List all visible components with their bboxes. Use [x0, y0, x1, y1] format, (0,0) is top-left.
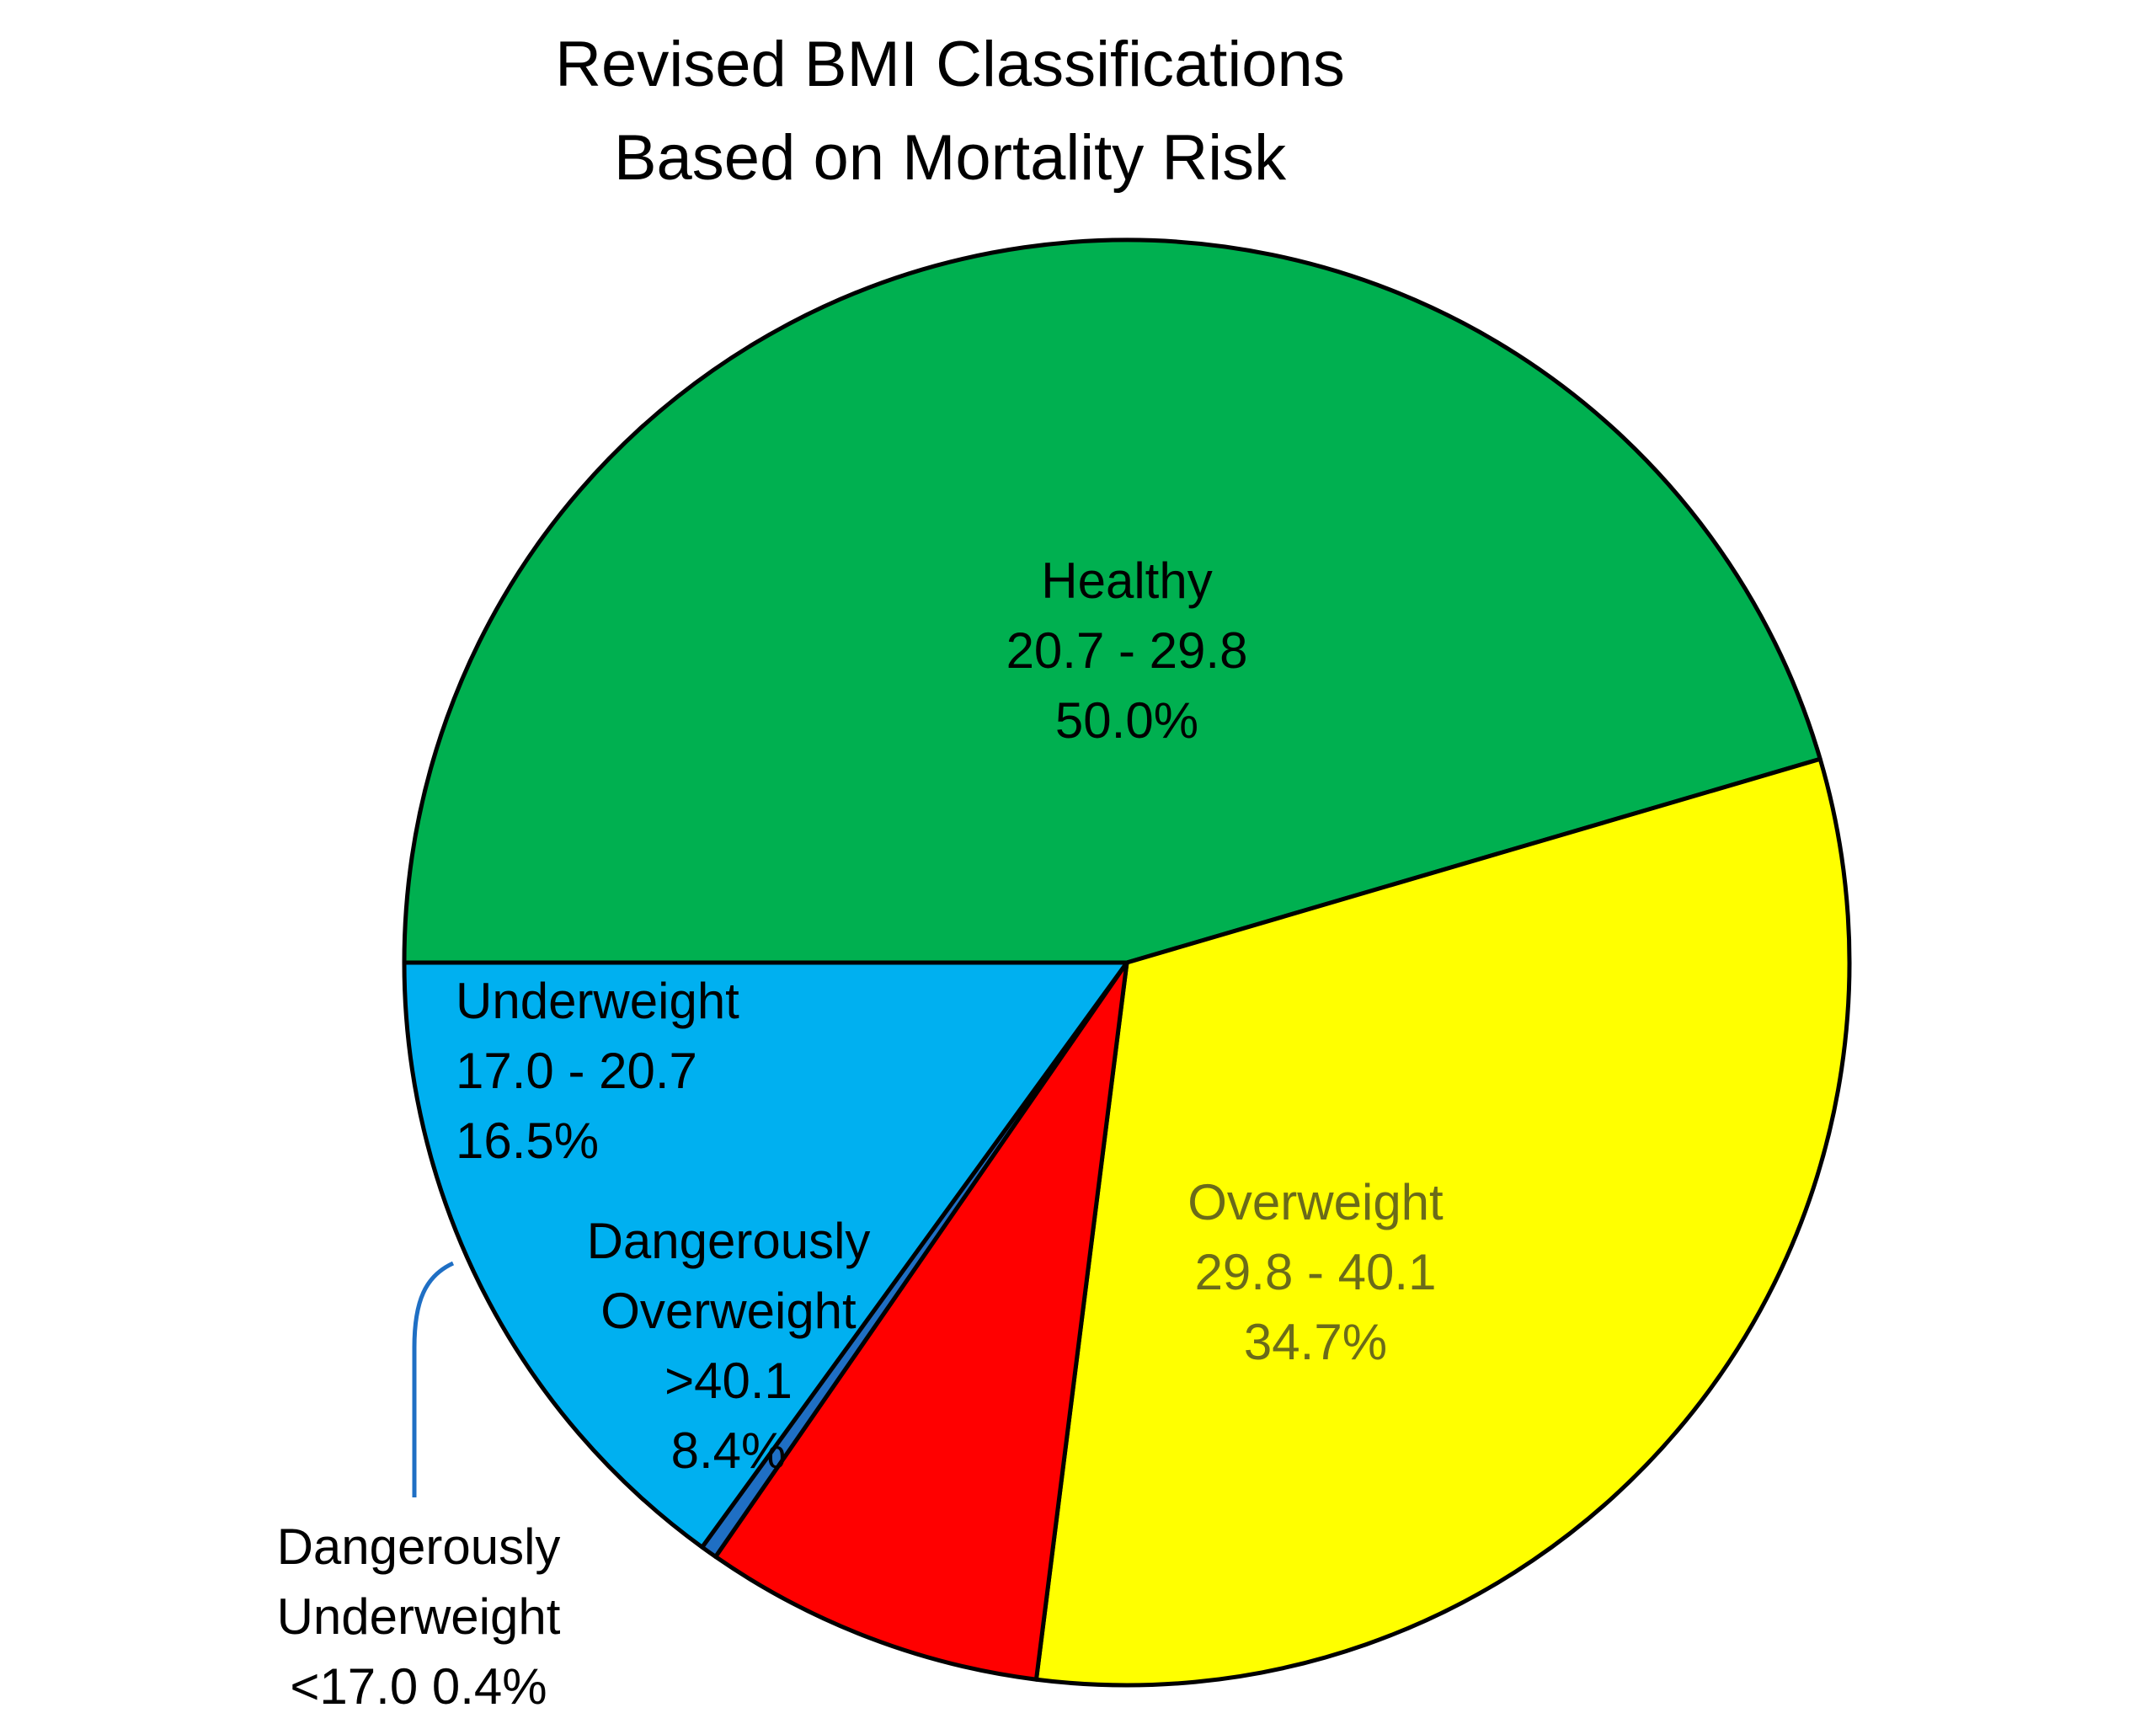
slice-label-line: 8.4% [671, 1422, 787, 1479]
slice-label-line: Overweight [600, 1283, 857, 1339]
pie-slice-overweight [1033, 756, 1852, 1688]
pie-slices [402, 237, 1852, 1688]
leader-line-dangerously-underweight [412, 1261, 455, 1497]
pie-slice-underweight [402, 960, 1129, 1550]
chart-subtitle: Based on Mortality Risk [614, 122, 1287, 194]
pie-slice-dangerously-overweight [713, 960, 1129, 1682]
slice-label-line: Underweight [277, 1588, 561, 1645]
slice-label-line: Overweight [1187, 1174, 1444, 1230]
slice-label-line: 17.0 - 20.7 [456, 1043, 697, 1099]
chart-title: Revised BMI Classifications [555, 29, 1345, 100]
slice-label-overweight: Overweight 29.8 - 40.1 34.7% [1187, 1174, 1444, 1370]
slice-label-line: <17.0 0.4% [290, 1658, 547, 1715]
slice-label-line: 16.5% [456, 1113, 599, 1169]
slice-label-line: 29.8 - 40.1 [1195, 1244, 1437, 1300]
slice-label-healthy: Healthy 20.7 - 29.8 50.0% [1006, 552, 1248, 749]
pie-labels: Healthy 20.7 - 29.8 50.0% Overweight 29.8 - … [277, 552, 1444, 1715]
slice-label-line: 34.7% [1244, 1314, 1387, 1370]
slice-label-line: >40.1 [664, 1353, 792, 1409]
slice-label-line: 20.7 - 29.8 [1006, 622, 1248, 679]
slice-label-line: Underweight [456, 973, 739, 1029]
slice-label-line: Healthy [1041, 552, 1212, 609]
slice-label-line: 50.0% [1055, 692, 1198, 749]
slice-label-line: Dangerously [277, 1518, 561, 1575]
pie-slice-healthy [402, 237, 1822, 965]
slice-label-underweight: Underweight 17.0 - 20.7 16.5% [456, 973, 739, 1169]
slice-label-line: Dangerously [587, 1213, 871, 1269]
